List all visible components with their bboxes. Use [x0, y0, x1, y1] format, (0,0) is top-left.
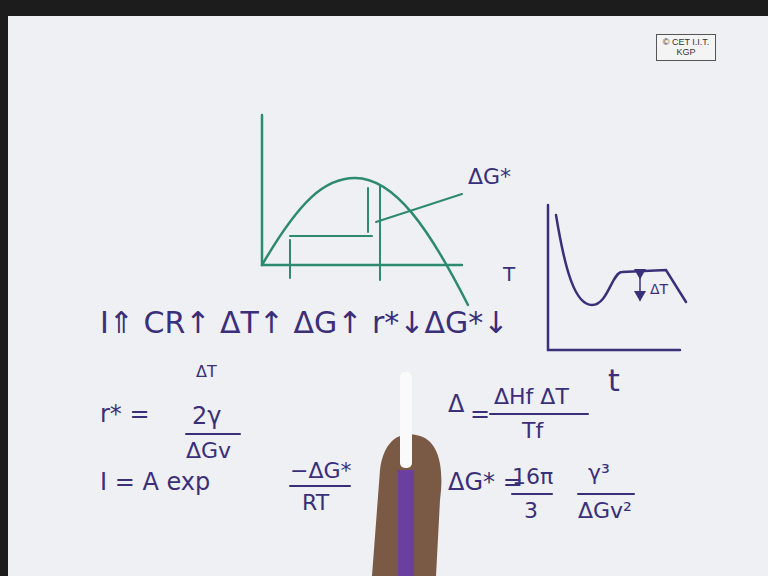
undefined: ΔGv: [186, 440, 231, 462]
undefined: t: [608, 366, 620, 396]
undefined: ΔG*: [468, 166, 511, 188]
undefined: 2γ: [192, 404, 221, 428]
undefined: T: [503, 264, 515, 284]
undefined: ΔG* =: [448, 470, 523, 494]
undefined: I⇑ CR↑ ΔT↑ ΔG↑ r*↓ΔG*↓: [100, 308, 508, 338]
undefined: =: [470, 402, 490, 426]
undefined: Tf: [522, 420, 543, 442]
undefined: 16π: [512, 466, 553, 488]
undefined: r* =: [100, 402, 150, 426]
watermark-text: © CET I.I.T. KGP: [661, 37, 711, 58]
undefined: RT: [302, 492, 329, 514]
undefined: ΔT: [196, 364, 217, 380]
undefined: Δ: [448, 392, 464, 416]
undefined: −ΔG*: [290, 460, 352, 482]
undefined: 3: [524, 500, 538, 522]
undefined: I = A exp: [100, 470, 210, 494]
undefined: γ³: [588, 462, 610, 484]
undefined: ΔGv²: [578, 500, 632, 522]
undefined: ΔT: [650, 282, 668, 296]
watermark-box: © CET I.I.T. KGP: [656, 34, 716, 61]
undefined: ΔHf ΔT: [494, 386, 569, 408]
